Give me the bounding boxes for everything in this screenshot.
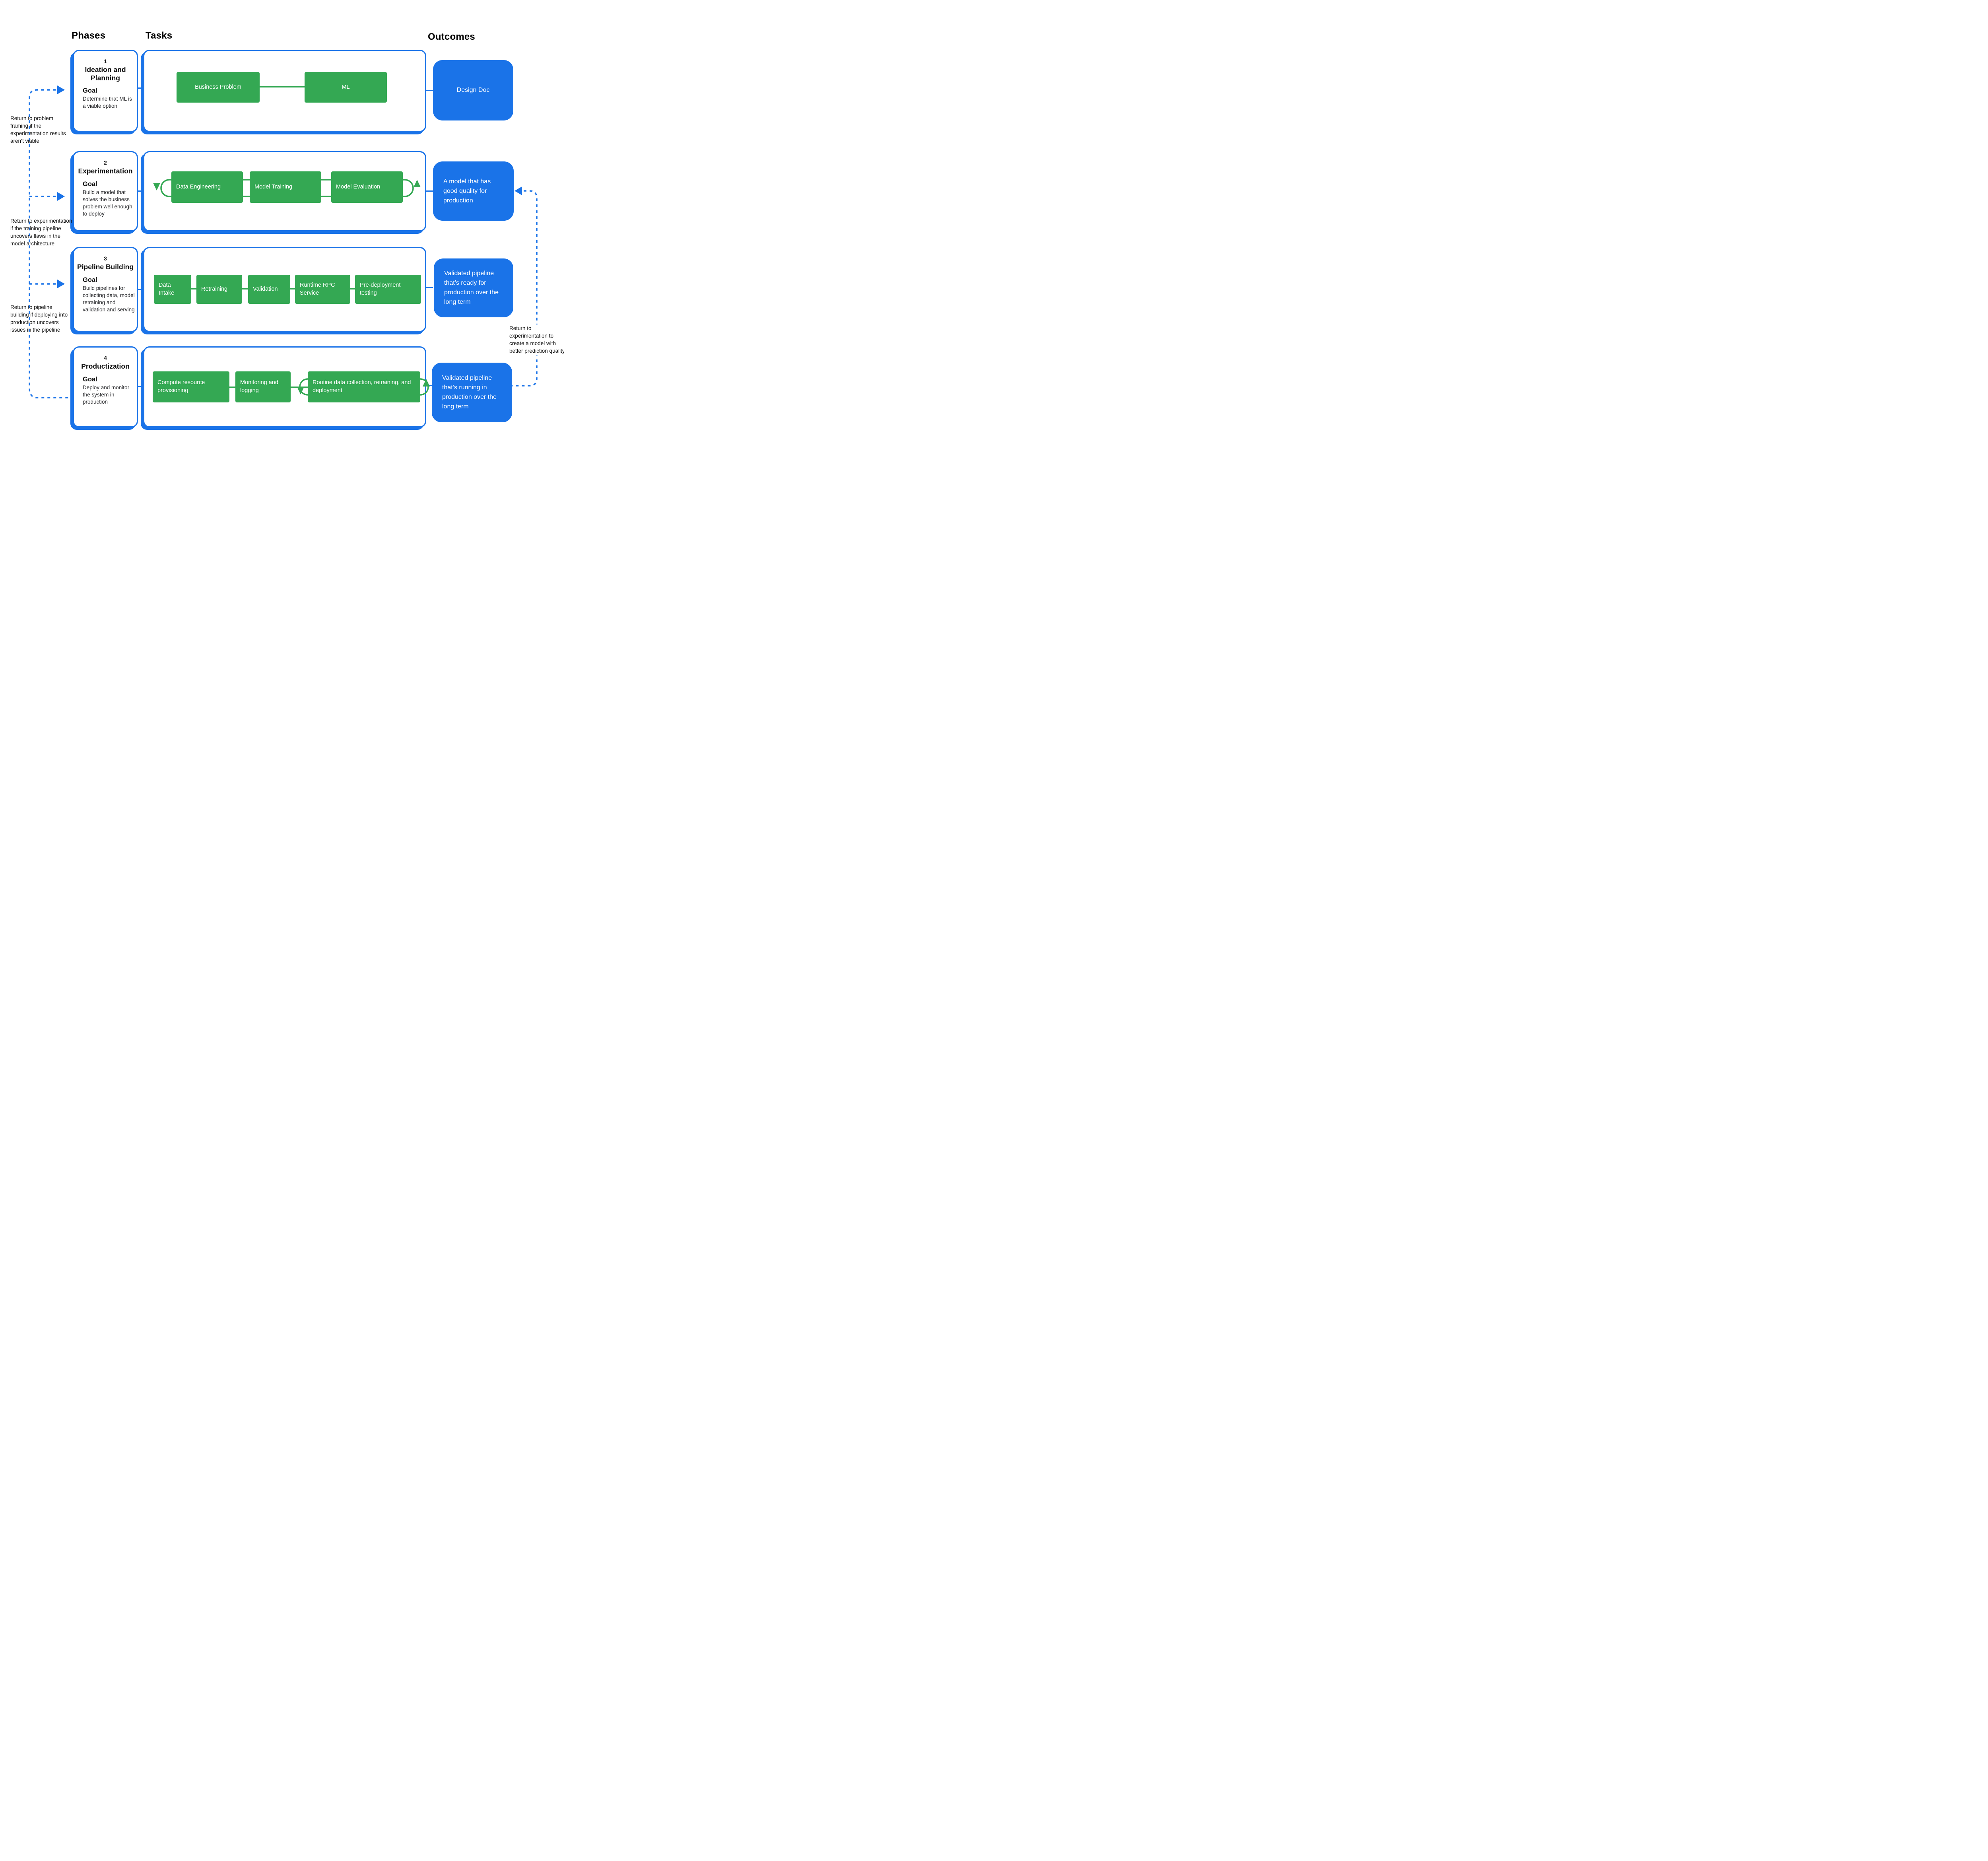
task-routine-data-collection: Routine data collection, retraining, and… [308, 371, 420, 402]
task-ml: ML [305, 72, 387, 103]
task-label: Data Intake [159, 282, 175, 296]
phase-number: 2 [104, 159, 107, 166]
task-label: ML [342, 84, 350, 90]
phase-number: 3 [104, 255, 107, 262]
phase-card-ideation: 1 Ideation and Planning Goal Determine t… [73, 50, 138, 132]
feedback-path-right [512, 186, 538, 387]
outcome-label: Validated pipeline that’s ready for prod… [444, 270, 499, 305]
goal-text: Build a model that solves the business p… [83, 189, 132, 217]
task-monitoring-and-logging: Monitoring and logging [235, 371, 291, 402]
arrow-down-icon [297, 387, 304, 394]
task-label: Model Evaluation [336, 183, 381, 190]
tasks-panel-experimentation: Data Engineering Model Training Model Ev… [143, 151, 426, 231]
outcome-label: A model that has good quality for produc… [443, 178, 491, 204]
goal-label: Goal [83, 180, 97, 188]
outcome-validated-pipeline-running: Validated pipeline that’s running in pro… [432, 363, 512, 422]
task-data-engineering: Data Engineering [171, 171, 243, 203]
goal-label: Goal [83, 375, 97, 383]
experimentation-loop-arrows [153, 179, 421, 197]
task-label: Monitoring and logging [240, 379, 278, 394]
connector-tasks2-outcome [426, 190, 433, 192]
phase-title: Pipeline Building [77, 263, 134, 271]
feedback-path-left [29, 85, 72, 398]
arrow-right-icon [57, 85, 65, 94]
arrow-down-icon [153, 183, 160, 190]
connector-tasks1-outcome [426, 90, 433, 91]
feedback-note-better-prediction: Return to experimentation to create a mo… [509, 324, 564, 355]
productization-loop-arrows [297, 378, 430, 396]
feedback-note-to-problem-framing: Return to problem framing if the experim… [10, 115, 66, 144]
outcome-quality-model: A model that has good quality for produc… [433, 161, 514, 221]
goal-label: Goal [83, 87, 97, 95]
task-runtime-rpc-service: Runtime RPC Service [295, 275, 350, 304]
outcome-validated-pipeline-ready: Validated pipeline that’s ready for prod… [434, 258, 513, 317]
tasks-column-header: Tasks [146, 30, 173, 41]
task-model-evaluation: Model Evaluation [331, 171, 403, 203]
task-label: Retraining [201, 286, 228, 292]
tasks-panel-productization: Compute resource provisioning Monitoring… [143, 346, 430, 427]
phase-number: 1 [104, 58, 107, 64]
feedback-note-to-pipeline-building: Return to pipeline building if deploying… [10, 304, 68, 333]
outcome-design-doc: Design Doc [433, 60, 513, 120]
connector-phase3-tasks [138, 289, 143, 290]
task-label: Compute resource provisioning [157, 379, 205, 394]
phase-card-pipeline-building: 3 Pipeline Building Goal Build pipelines… [73, 247, 138, 332]
goal-text: Deploy and monitor the system in product… [83, 384, 130, 405]
arrow-right-icon [57, 192, 65, 201]
task-validation: Validation [248, 275, 290, 304]
tasks-panel-pipeline-building: Data Intake Retraining Validation Runtim… [143, 247, 426, 332]
phase-card-productization: 4 Productization Goal Deploy and monitor… [73, 346, 138, 427]
task-label: Data Engineering [176, 183, 221, 190]
task-label: Business Problem [195, 84, 241, 90]
phase-number: 4 [104, 355, 107, 361]
phase-title: Ideation and Planning [85, 66, 126, 82]
task-label: Routine data collection, retraining, and… [313, 379, 411, 394]
arrow-up-icon [414, 180, 421, 187]
goal-text: Build pipelines for collecting data, mod… [83, 285, 135, 313]
tasks-panel-ideation: Business Problem ML [143, 50, 426, 132]
task-label: Model Training [254, 183, 293, 190]
connector-tasks3-outcome [426, 287, 433, 288]
goal-text: Determine that ML is a viable option [83, 96, 132, 109]
phase-title: Experimentation [78, 167, 133, 175]
task-connector-line [192, 86, 375, 87]
phase-card-experimentation: 2 Experimentation Goal Build a model tha… [73, 151, 138, 231]
task-data-intake: Data Intake [154, 275, 191, 304]
phases-column-header: Phases [72, 30, 106, 41]
outcome-label: Validated pipeline that’s running in pro… [442, 375, 497, 410]
goal-label: Goal [83, 276, 97, 284]
outcomes-column-header: Outcomes [428, 31, 475, 42]
mlops-phases-diagram: Phases Tasks Outcomes Return to problem … [0, 0, 564, 465]
feedback-note-to-experimentation: Return to experimentation if the trainin… [10, 218, 72, 247]
connector-phase4-tasks [138, 386, 143, 387]
task-label: Validation [253, 286, 278, 292]
task-compute-resource-provisioning: Compute resource provisioning [153, 371, 229, 402]
task-model-training: Model Training [250, 171, 321, 203]
task-label: Runtime RPC Service [300, 282, 335, 296]
outcome-label: Design Doc [456, 87, 490, 93]
arrow-right-icon [57, 280, 65, 288]
connector-tasks4-outcome [426, 385, 433, 386]
task-business-problem: Business Problem [177, 72, 260, 103]
phase-title: Productization [81, 362, 130, 370]
loop-path [160, 179, 414, 197]
connector-phase1-tasks [138, 87, 143, 89]
task-pre-deployment-testing: Pre-deployment testing [355, 275, 421, 304]
task-label: Pre-deployment testing [360, 282, 401, 296]
task-retraining: Retraining [196, 275, 242, 304]
connector-phase2-tasks [138, 190, 143, 192]
feedback-dashed-line [512, 190, 538, 387]
arrow-up-icon [423, 379, 430, 387]
arrow-left-icon [514, 186, 522, 195]
